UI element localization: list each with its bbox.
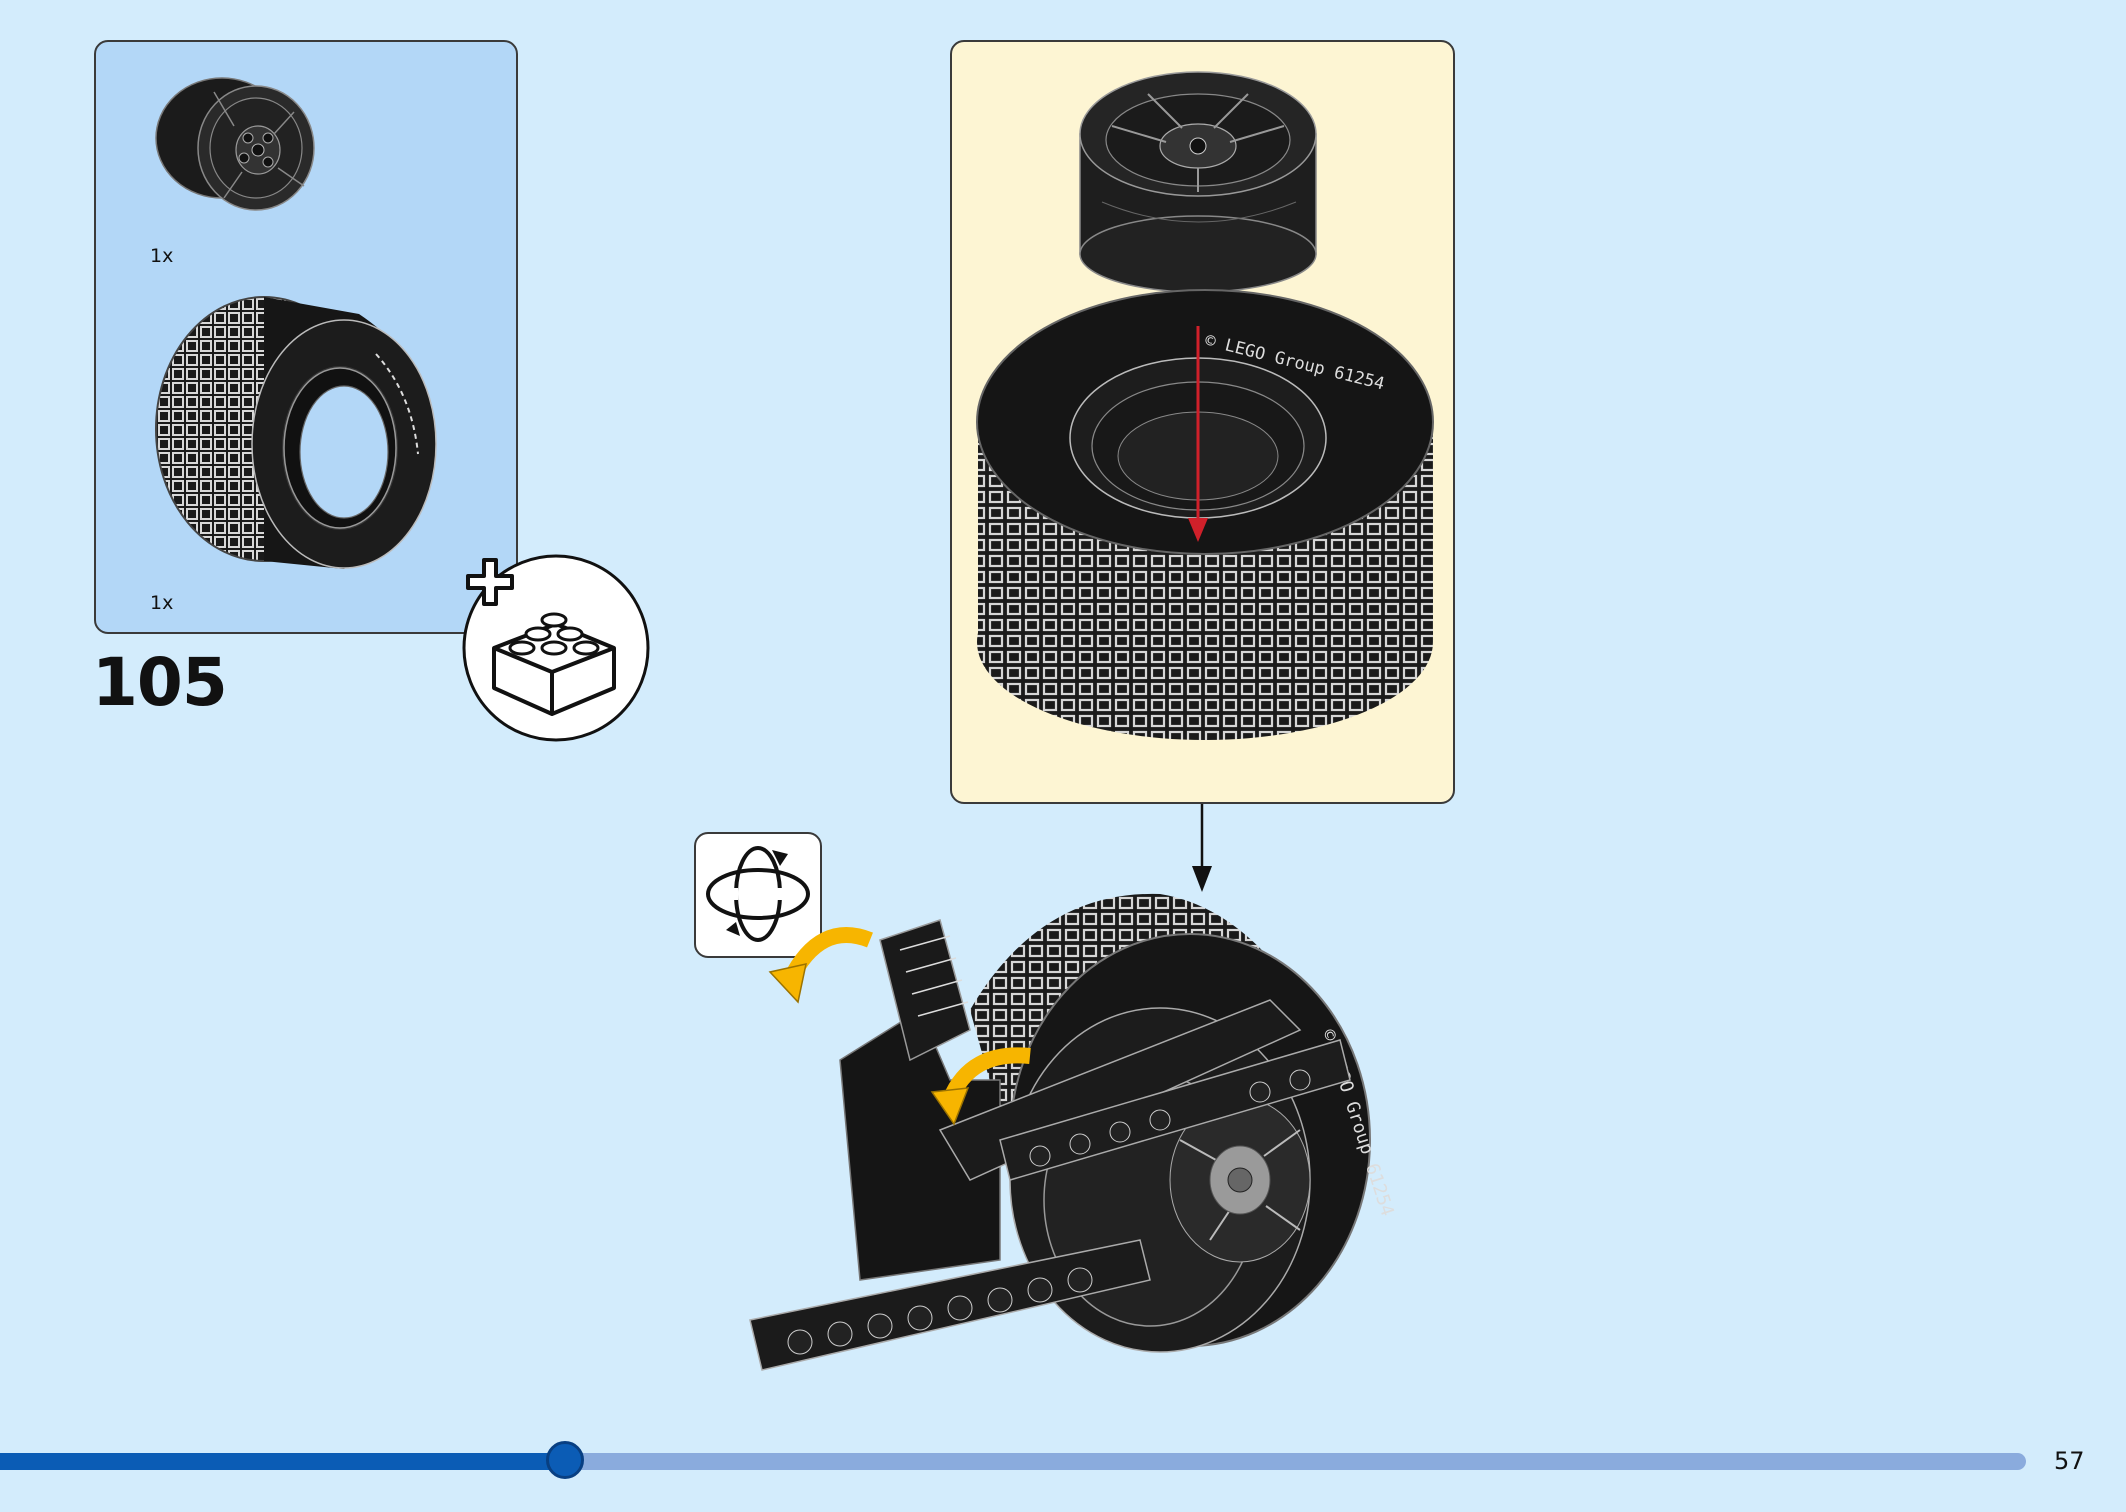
parts-list-panel: 1x 1x <box>94 40 518 634</box>
sub-assembly-callout: © LEGO Group 61254 <box>950 40 1455 804</box>
wheel-hub <box>1169 1097 1311 1263</box>
motion-arrows <box>768 927 1031 1126</box>
callout-assembly-illustration: © LEGO Group 61254 <box>976 71 1434 740</box>
tire-quantity: 1x <box>150 592 174 614</box>
tire-icon <box>155 296 437 569</box>
tire-part: © LEGO Group 61254 <box>976 289 1434 740</box>
step-number: 105 <box>92 644 228 721</box>
insert-arrow <box>1188 326 1208 542</box>
wheel-rim-icon <box>155 77 315 211</box>
rim-part <box>1079 71 1317 293</box>
rim-quantity: 1x <box>150 245 174 267</box>
technic-frame <box>749 919 1351 1371</box>
progress-bar <box>0 1441 2026 1479</box>
progress-fill <box>0 1453 565 1470</box>
progress-knob <box>546 1441 584 1479</box>
main-model-illustration: © LEGO Group 61254 <box>749 893 1398 1371</box>
add-brick-icon <box>462 554 650 742</box>
rotate-model-icon <box>706 846 810 942</box>
page-number: 57 <box>2054 1447 2085 1475</box>
rotate-model-button <box>694 832 822 958</box>
